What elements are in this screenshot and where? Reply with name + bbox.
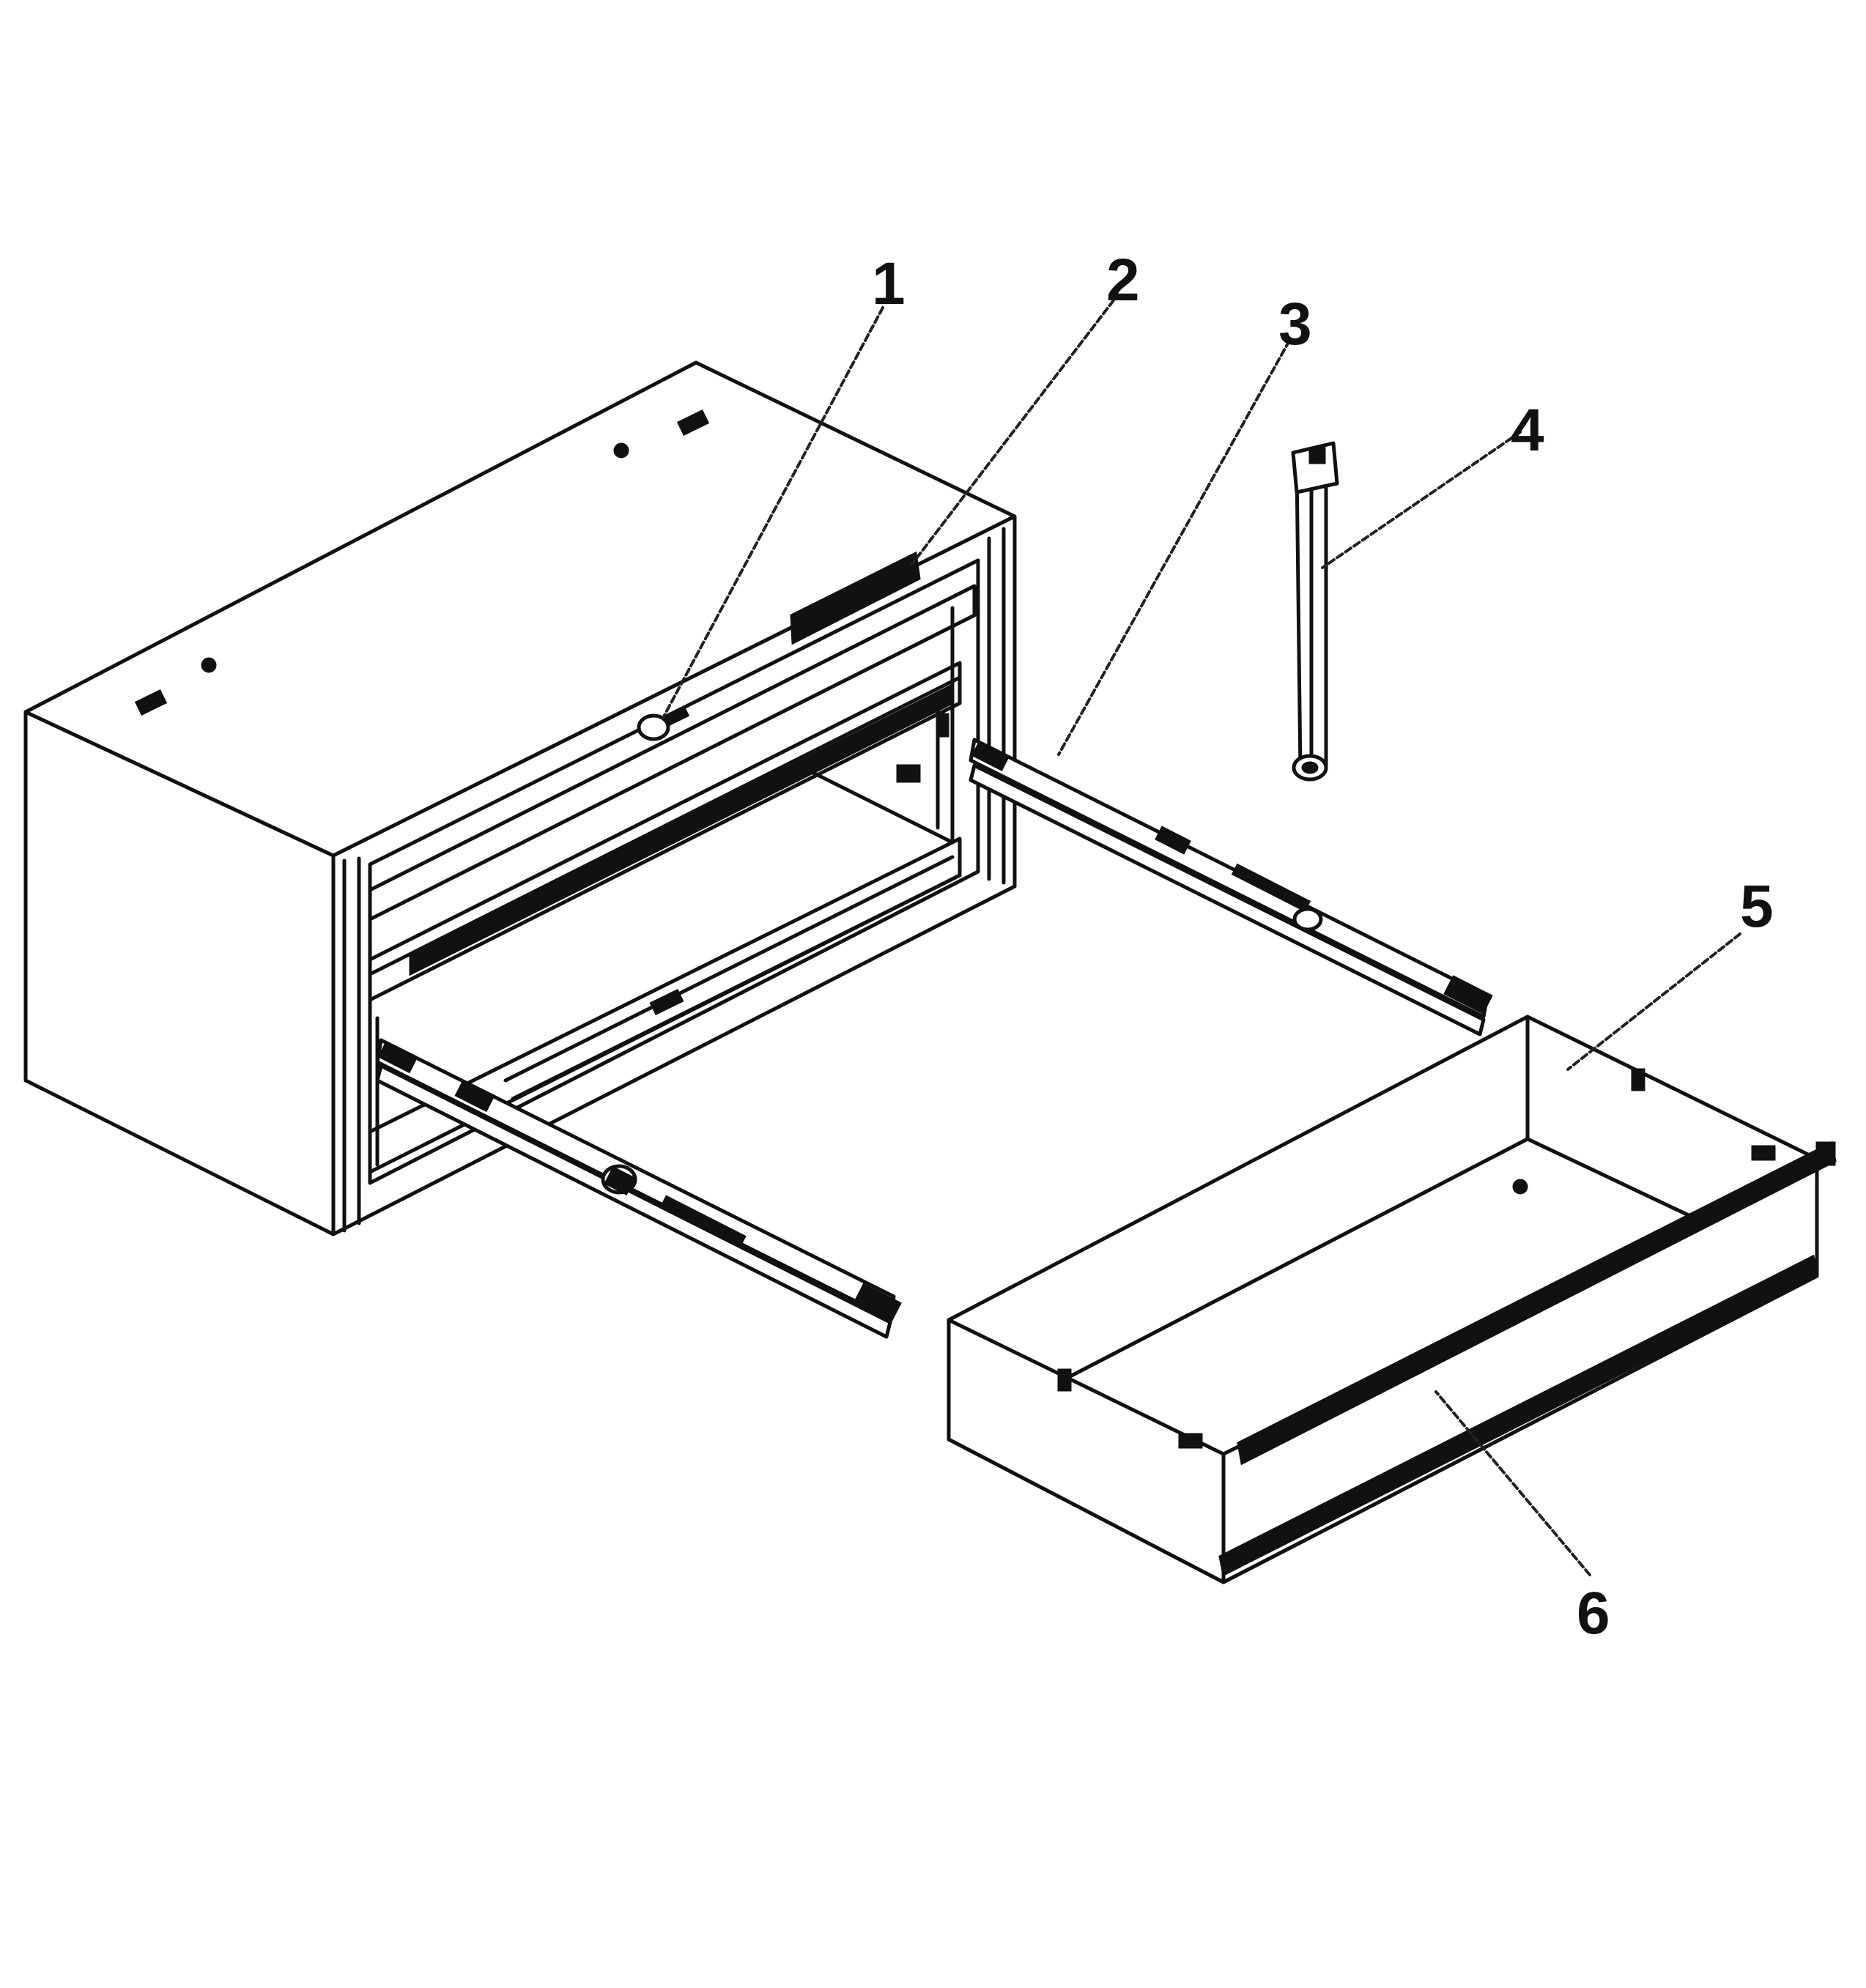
callout-3: 3	[1278, 291, 1312, 357]
callout-numbers: 1 2 3 4 5 6	[872, 247, 1774, 1647]
upper-rail	[368, 584, 977, 921]
top-slot	[676, 409, 710, 436]
top-hole	[201, 657, 217, 673]
callout-4: 4	[1511, 397, 1544, 464]
left-drawer-slide	[375, 1038, 902, 1339]
cabinet-body	[23, 360, 1017, 1236]
callout-2: 2	[1106, 247, 1140, 314]
top-hole	[613, 442, 629, 459]
drawer-part-5	[947, 1015, 1819, 1584]
right-drawer-slide	[969, 738, 1493, 1036]
stop-bracket-part-4	[1291, 441, 1339, 782]
leader-lines	[662, 299, 1741, 1576]
latch-detail	[896, 764, 921, 783]
callout-5: 5	[1740, 873, 1774, 940]
callout-1: 1	[872, 251, 906, 317]
inner-slide-dark	[790, 551, 921, 645]
top-slot	[134, 689, 168, 716]
bracket-part-1	[637, 713, 670, 741]
inner-rail-dark	[409, 683, 954, 976]
drawer-slide-part-6	[1218, 1140, 1837, 1577]
cabinet-opening	[368, 558, 980, 1185]
callout-6: 6	[1577, 1580, 1610, 1647]
